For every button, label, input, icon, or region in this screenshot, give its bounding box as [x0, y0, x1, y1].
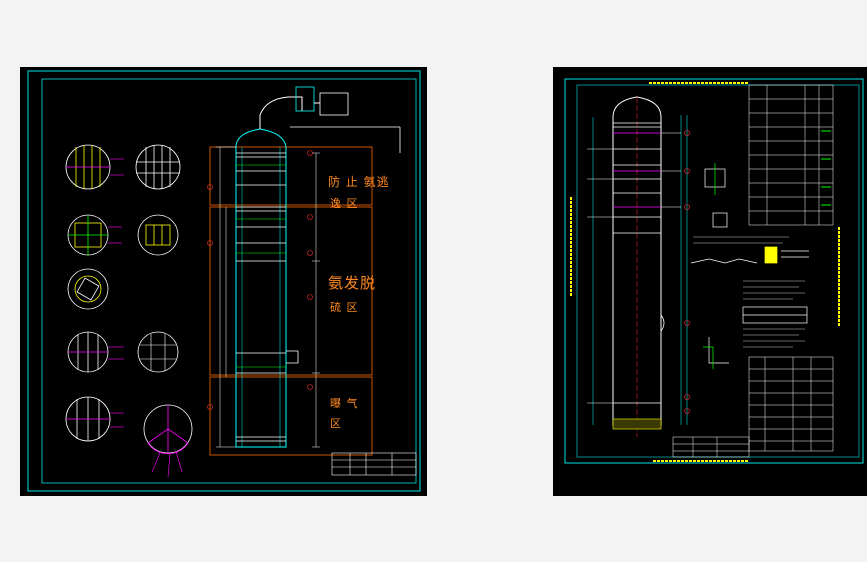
title-block: [331, 452, 417, 476]
zone-2-label-line1: 氨发脱: [328, 274, 377, 292]
zone-1-label-line2: 逸 区: [330, 197, 359, 210]
zone-2-label-line2: 硫 区: [330, 301, 359, 314]
section-view-d: [137, 214, 179, 256]
right-drawing-canvas: [564, 78, 864, 464]
section-view-e: [67, 268, 109, 310]
title-block: [672, 436, 750, 458]
nozzle-table: [748, 356, 834, 452]
zone-3-label-line2: 区: [330, 417, 342, 430]
outer-frame: [27, 70, 421, 492]
parts-table: [748, 84, 834, 226]
right-drawing-sheet: [553, 67, 867, 496]
zone-1-label-line1: 防 止 氨逃: [328, 175, 390, 189]
column-elevation: [587, 96, 690, 437]
left-drawing-sheet: 防 止 氨逃 逸 区 氨发脱 硫 区 曝 气 区: [20, 67, 427, 496]
inner-frame: [41, 78, 417, 484]
zone-3-label-line1: 曝 气: [330, 397, 359, 410]
left-drawing-canvas: [27, 70, 421, 492]
section-views: [65, 144, 193, 478]
detail-sketches: [690, 163, 809, 369]
section-view-g: [137, 331, 179, 373]
section-view-b: [135, 144, 181, 190]
main-column: [207, 86, 401, 456]
outer-frame: [564, 78, 864, 464]
